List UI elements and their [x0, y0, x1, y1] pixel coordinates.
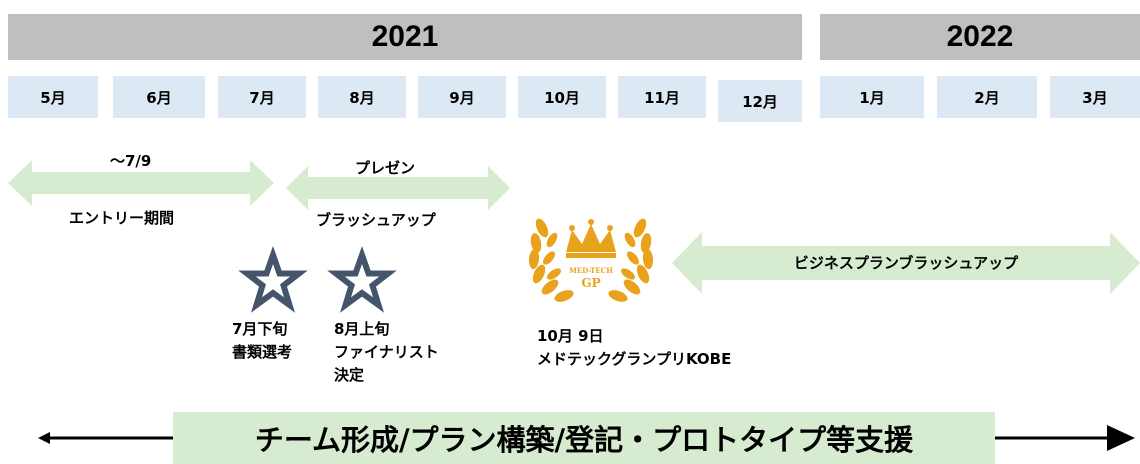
screening-label: 書類選考: [232, 343, 293, 361]
month-label: 10月: [544, 88, 580, 107]
month-box: 11月: [618, 76, 706, 118]
month-box: 8月: [318, 76, 406, 118]
month-label: 2月: [974, 88, 1000, 107]
business-plan-arrow: [672, 232, 1140, 294]
entry-deadline-label: 〜7/9: [110, 152, 152, 170]
month-label: 12月: [742, 92, 778, 111]
month-label: 8月: [349, 88, 375, 107]
finalist-date: 8月上旬: [334, 320, 390, 338]
logo-text-medtech: MED-TECH: [569, 266, 613, 275]
grandprix-date: 10月 9日: [537, 327, 604, 345]
month-box: 3月: [1050, 76, 1140, 118]
year-label: 2022: [946, 20, 1014, 53]
month-box: 5月: [8, 76, 98, 118]
month-label: 11月: [644, 88, 680, 107]
finalist-label-decision: 決定: [334, 366, 365, 384]
month-box: 6月: [113, 76, 205, 118]
logo-text-gp: GP: [581, 276, 601, 290]
month-box: 2月: [937, 76, 1037, 118]
grandprix-label: メドテックグランプリKOBE: [537, 350, 732, 368]
medtech-gp-laurel-logo: [528, 218, 654, 302]
presentation-arrow: [286, 166, 510, 210]
support-banner-text: チーム形成/プラン構築/登記・プロトタイプ等支援: [254, 423, 914, 457]
month-label: 3月: [1082, 88, 1108, 107]
support-arrow-right: [995, 425, 1135, 451]
year-bar-2021: 2021: [8, 14, 802, 60]
month-label: 6月: [146, 88, 172, 107]
month-box: 1月: [820, 76, 924, 118]
month-label: 7月: [249, 88, 275, 107]
month-box: 10月: [518, 76, 606, 118]
presentation-label: プレゼン: [355, 159, 416, 177]
month-label: 1月: [859, 88, 885, 107]
year-label: 2021: [371, 20, 439, 53]
month-box: 12月: [718, 80, 802, 122]
year-bar-2022: 2022: [820, 14, 1140, 60]
support-arrow-left: [38, 432, 173, 444]
entry-period-label: エントリー期間: [69, 209, 175, 227]
month-box: 7月: [218, 76, 306, 118]
star-icon: [327, 245, 397, 313]
finalist-label: ファイナリスト: [334, 343, 439, 361]
brushup-label: ブラッシュアップ: [316, 211, 436, 229]
month-label: 9月: [449, 88, 475, 107]
business-plan-label: ビジネスプランブラッシュアップ: [793, 254, 1019, 272]
star-icon: [238, 245, 308, 313]
month-label: 5月: [40, 88, 66, 107]
month-box: 9月: [418, 76, 506, 118]
screening-date: 7月下旬: [232, 320, 288, 338]
entry-period-arrow: [8, 160, 274, 206]
support-banner: チーム形成/プラン構築/登記・プロトタイプ等支援: [173, 412, 995, 464]
